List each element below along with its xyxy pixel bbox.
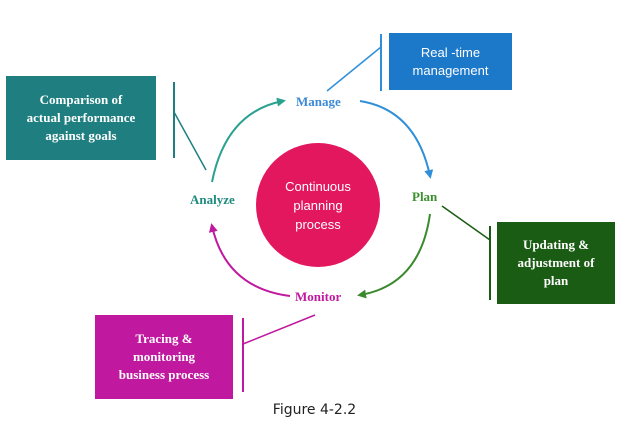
box-tracing-monitoring: Tracing & monitoring business process (95, 315, 233, 399)
stage-label-manage: Manage (296, 94, 341, 109)
box-realtime-management: Real -time management (389, 33, 512, 90)
arc-monitor-to-analyze (208, 223, 291, 297)
connector-tracing (242, 314, 316, 392)
box-updating-plan: Updating & adjustment of plan (497, 222, 615, 304)
stage-label-analyze: Analyze (190, 192, 235, 207)
arc-manage-to-plan (359, 100, 434, 179)
stage-label-plan: Plan (412, 189, 438, 204)
connector-comparison (173, 82, 207, 171)
arc-plan-to-monitor (357, 213, 431, 299)
arc-analyze-to-manage (211, 97, 286, 183)
connector-updating (441, 205, 491, 300)
center-label: Continuous planning process (285, 178, 351, 232)
connector-realtime (326, 34, 382, 92)
figure-caption: Figure 4-2.2 (272, 402, 357, 418)
center-circle (256, 143, 380, 267)
stage-label-monitor: Monitor (295, 289, 342, 304)
box-comparison: Comparison of actual performance against… (6, 76, 156, 160)
